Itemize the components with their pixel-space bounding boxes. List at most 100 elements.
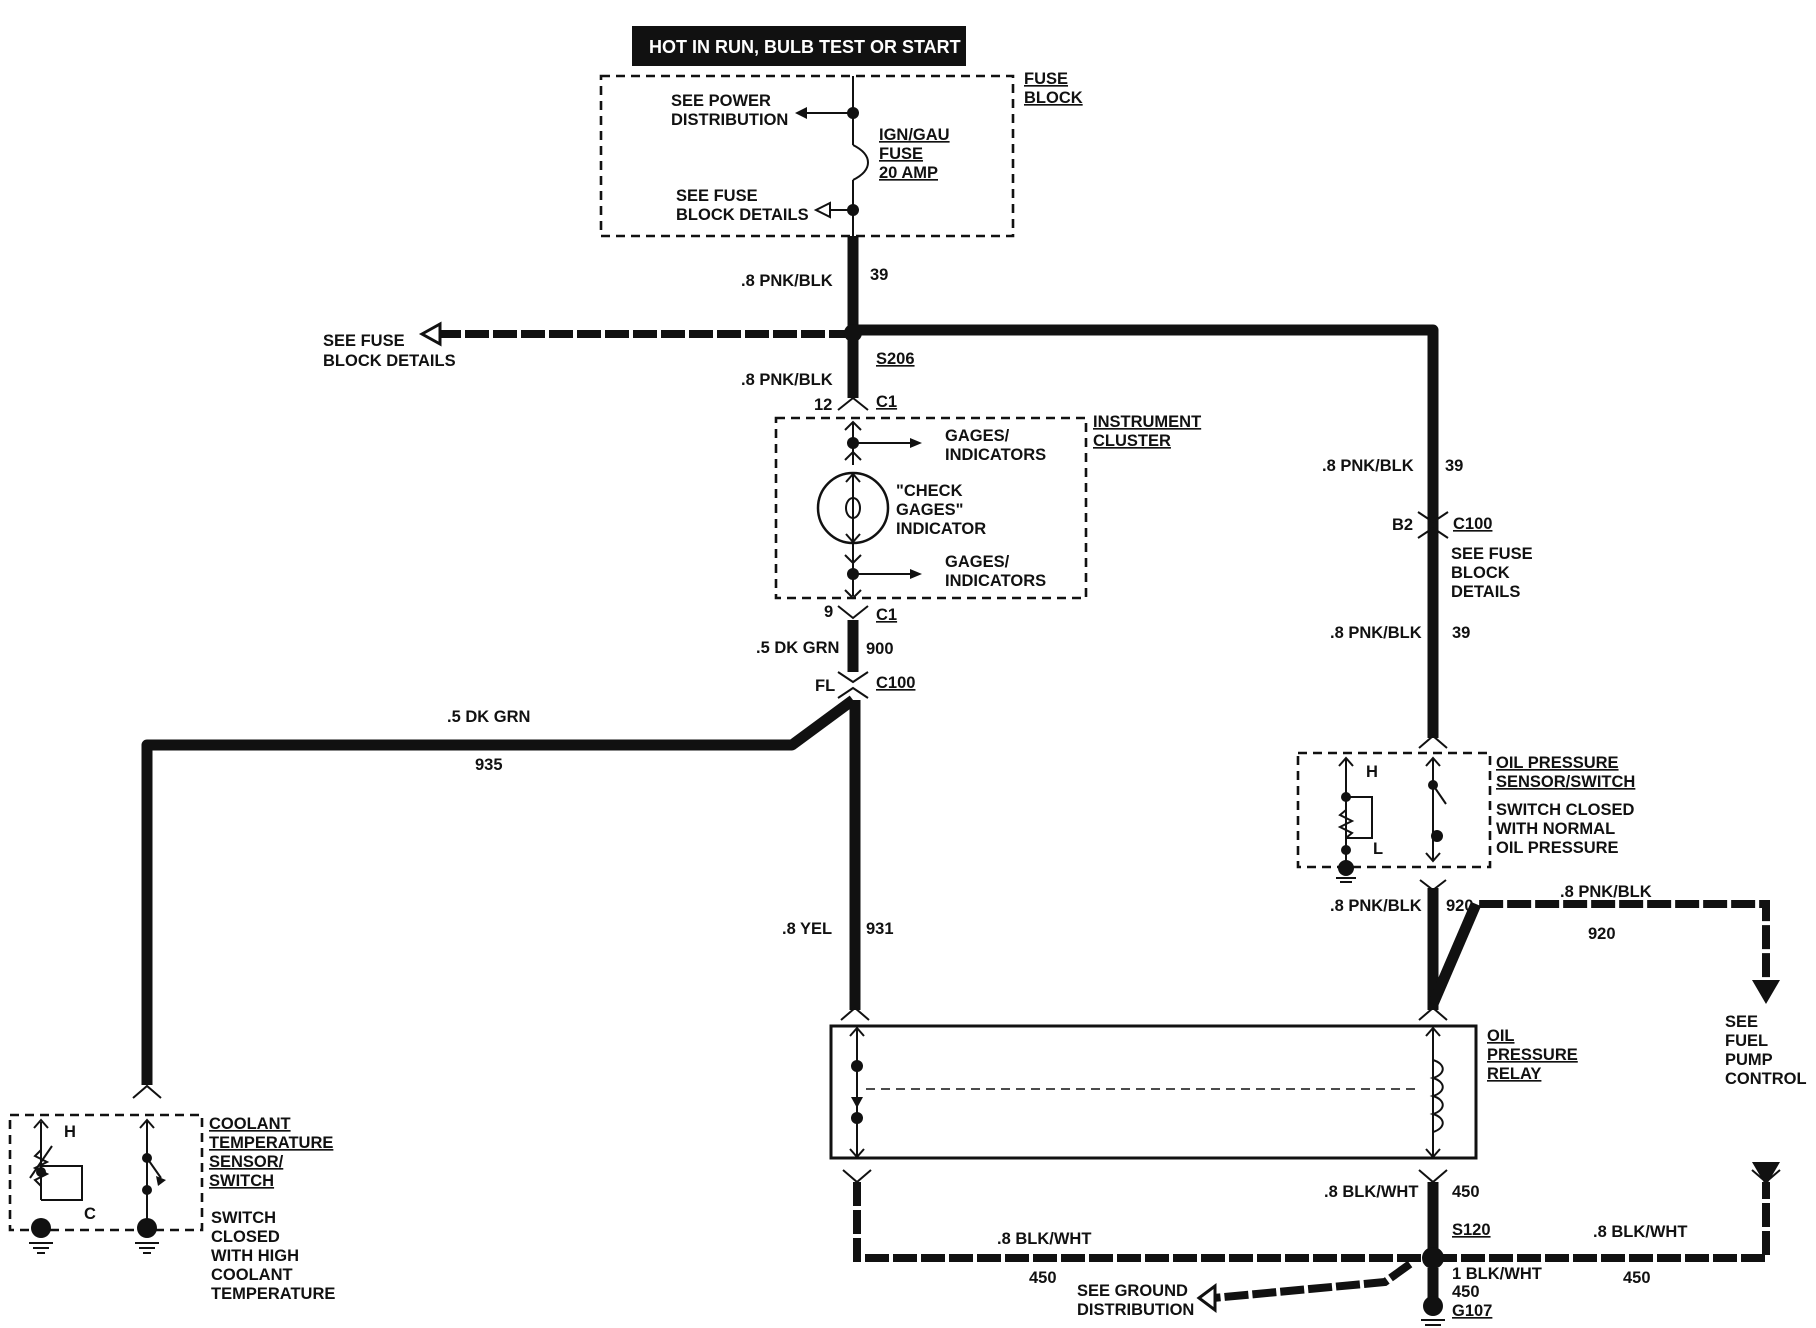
coolant-name-3: SENSOR/ xyxy=(209,1153,284,1171)
wire-450-right xyxy=(1433,1182,1770,1262)
oil-sensor-desc-2: WITH NORMAL xyxy=(1496,820,1615,838)
see-fuse-details-1: SEE FUSE xyxy=(676,187,758,205)
wire-39-circuit: 39 xyxy=(870,266,888,284)
arrow-right-icon xyxy=(910,438,922,448)
splice-s120-label: S120 xyxy=(1452,1221,1491,1239)
fuel-pump-3: PUMP xyxy=(1725,1051,1773,1069)
connector-c100-left-bottom xyxy=(837,686,869,699)
see-ground-2: DISTRIBUTION xyxy=(1077,1301,1194,1319)
wire-935 xyxy=(141,695,857,1085)
oil-sensor-name-2: SENSOR/SWITCH xyxy=(1496,773,1635,791)
c100-left-pin: FL xyxy=(815,677,835,695)
coolant-sensor-box xyxy=(8,1113,204,1232)
arrow-down-icon xyxy=(1752,980,1780,1004)
instrument-cluster-box xyxy=(774,416,1088,600)
connector-c1-bottom xyxy=(837,605,869,620)
fuse-block-name-1: FUSE xyxy=(1024,70,1068,88)
wire-ground-dist xyxy=(1212,1260,1413,1302)
ground-icon xyxy=(31,1218,51,1238)
wire-450-mid-circuit: 450 xyxy=(1452,1183,1480,1201)
arrow-left-icon xyxy=(813,201,831,219)
fuse-label-3: 20 AMP xyxy=(879,164,938,182)
wire-931-circuit: 931 xyxy=(866,920,894,938)
relay-name-3: RELAY xyxy=(1487,1065,1541,1083)
right-39a-circuit: 39 xyxy=(1445,457,1463,475)
wire-920b-gauge: .8 PNK/BLK xyxy=(1560,883,1652,901)
wire-900-gauge: .5 DK GRN xyxy=(756,639,839,657)
gages1-2: INDICATORS xyxy=(945,446,1046,464)
wire-931-gauge: .8 YEL xyxy=(782,920,832,938)
see-ground-1: SEE GROUND xyxy=(1077,1282,1188,1300)
connector-c100-left-top xyxy=(837,671,869,684)
gages1-1: GAGES/ xyxy=(945,427,1010,445)
splice-s206-label: S206 xyxy=(876,350,915,368)
c1-top-name: C1 xyxy=(876,393,897,411)
fuel-pump-1: SEE xyxy=(1725,1013,1758,1031)
wire-450-left-gauge: .8 BLK/WHT xyxy=(997,1230,1091,1248)
relay-name-2: PRESSURE xyxy=(1487,1046,1578,1064)
right-39a-gauge: .8 PNK/BLK xyxy=(1322,457,1414,475)
wire-450-right-gauge: .8 BLK/WHT xyxy=(1593,1223,1687,1241)
coolant-desc-3: WITH HIGH xyxy=(211,1247,299,1265)
coolant-desc-2: CLOSED xyxy=(211,1228,280,1246)
indicator-2: GAGES" xyxy=(896,501,963,519)
wire-920a-gauge: .8 PNK/BLK xyxy=(1330,897,1422,915)
coolant-name-1: COOLANT xyxy=(209,1115,291,1133)
wire-450-left-circuit: 450 xyxy=(1029,1269,1057,1287)
right-39b-gauge: .8 PNK/BLK xyxy=(1330,624,1422,642)
see-fuse-details-2: BLOCK DETAILS xyxy=(676,206,809,224)
right-see-fuse-3: DETAILS xyxy=(1451,583,1520,601)
gages2-1: GAGES/ xyxy=(945,553,1010,571)
oil-sensor-desc-3: OIL PRESSURE xyxy=(1496,839,1619,857)
oil-sensor-box xyxy=(1296,751,1492,869)
see-fuse-left-1: SEE FUSE xyxy=(323,332,405,350)
fuse-label-1: IGN/GAU xyxy=(879,126,950,144)
relay-name-1: OIL xyxy=(1487,1027,1515,1045)
wire-39-gauge: .8 PNK/BLK xyxy=(741,272,833,290)
splice-s206 xyxy=(844,324,862,342)
fuel-pump-2: FUEL xyxy=(1725,1032,1768,1050)
coolant-desc-4: COOLANT xyxy=(211,1266,293,1284)
gages2-2: INDICATORS xyxy=(945,572,1046,590)
wire-935-gauge: .5 DK GRN xyxy=(447,708,530,726)
indicator-1: "CHECK xyxy=(896,482,963,500)
arrow-left-icon xyxy=(418,321,442,347)
coolant-name-4: SWITCH xyxy=(209,1172,274,1190)
right-see-fuse-2: BLOCK xyxy=(1451,564,1510,582)
oil-sensor-desc-1: SWITCH CLOSED xyxy=(1496,801,1634,819)
coolant-desc-5: TEMPERATURE xyxy=(211,1285,335,1303)
ground-icon xyxy=(137,1218,157,1238)
c1-top-pin: 12 xyxy=(814,396,832,414)
wire-450-right-circuit: 450 xyxy=(1623,1269,1651,1287)
arrow-left-icon xyxy=(795,107,807,119)
right-39b-circuit: 39 xyxy=(1452,624,1470,642)
wire-920a-circuit: 920 xyxy=(1446,897,1474,915)
wire-900-circuit: 900 xyxy=(866,640,894,658)
arrow-right-icon xyxy=(910,569,922,579)
c100-right-pin: B2 xyxy=(1392,516,1413,534)
see-fuse-left-2: BLOCK DETAILS xyxy=(323,352,456,370)
connector-c100-right-bottom xyxy=(1417,526,1449,539)
c100-right-name: C100 xyxy=(1453,515,1492,533)
arrow-left-icon xyxy=(1196,1283,1217,1313)
oil-sensor-h: H xyxy=(1366,763,1378,781)
ground-icon xyxy=(1338,860,1354,876)
ground-icon xyxy=(1423,1296,1443,1316)
coolant-desc-1: SWITCH xyxy=(211,1209,276,1227)
splice-s120 xyxy=(1422,1247,1444,1269)
see-power-2: DISTRIBUTION xyxy=(671,111,788,129)
fuse-block-name-2: BLOCK xyxy=(1024,89,1083,107)
c1-bottom-name: C1 xyxy=(876,606,897,624)
ground-name: G107 xyxy=(1452,1302,1492,1320)
right-see-fuse-1: SEE FUSE xyxy=(1451,545,1533,563)
coolant-h: H xyxy=(64,1123,76,1141)
ground-wire-gauge: 1 BLK/WHT xyxy=(1452,1265,1542,1283)
connector-c100-right-top xyxy=(1417,511,1449,524)
wire-450-mid-gauge: .8 BLK/WHT xyxy=(1324,1183,1418,1201)
c100-left-name: C100 xyxy=(876,674,915,692)
coolant-name-2: TEMPERATURE xyxy=(209,1134,333,1152)
diagram-title: HOT IN RUN, BULB TEST OR START xyxy=(649,37,961,57)
cluster-name-2: CLUSTER xyxy=(1093,432,1171,450)
connector-c1-top xyxy=(837,396,869,411)
